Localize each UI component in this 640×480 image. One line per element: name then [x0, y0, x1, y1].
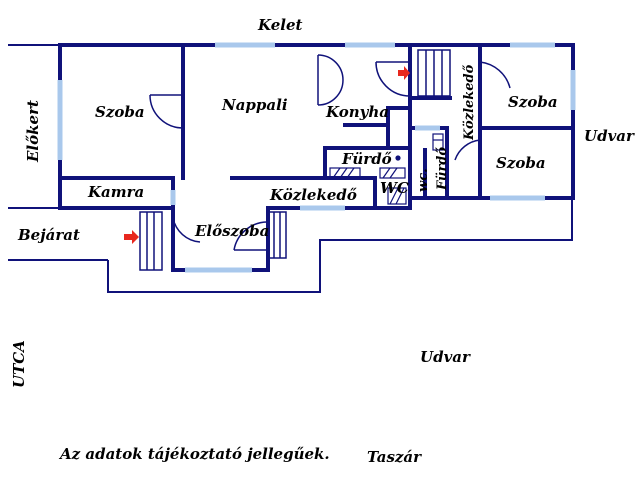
room-konyha: Konyha — [325, 103, 389, 121]
label-taszar: Taszár — [367, 448, 422, 466]
site-outline — [8, 44, 573, 293]
label-udvar-right: Udvar — [584, 127, 635, 145]
room-furdo-right: Fürdő — [435, 147, 450, 191]
room-kozleked-center: Közlekedő — [269, 186, 357, 204]
disclaimer-note: Az adatok tájékoztató jellegűek. — [58, 445, 330, 463]
label-kelet: Kelet — [257, 16, 302, 34]
label-udvar-bottom: Udvar — [420, 348, 471, 366]
room-szoba-right-top: Szoba — [508, 93, 558, 111]
room-eloszoba: Előszoba — [194, 222, 269, 240]
room-kozleked-right: Közlekedő — [462, 64, 477, 141]
entrance-arrow-icon — [124, 230, 139, 244]
label-utca: UTCA — [10, 340, 28, 388]
room-szoba-right-bottom: Szoba — [496, 154, 546, 172]
stairs-hall — [267, 211, 287, 259]
doors — [149, 54, 511, 251]
stairs-entrance — [139, 211, 163, 271]
label-bejarat: Bejárat — [17, 226, 80, 244]
room-nappali: Nappali — [221, 96, 288, 114]
room-kamra: Kamra — [87, 183, 144, 201]
room-wc-right: wc. — [416, 168, 431, 192]
bath-fixtures — [329, 133, 444, 205]
room-wc: WC — [380, 179, 409, 197]
room-furdo: Fürdő — [341, 150, 392, 168]
room-szoba-left: Szoba — [95, 103, 145, 121]
windows — [57, 42, 576, 273]
stair-arrow-icon — [398, 66, 410, 80]
stairs-right — [417, 49, 451, 97]
label-elokert: Előkert — [24, 100, 42, 163]
